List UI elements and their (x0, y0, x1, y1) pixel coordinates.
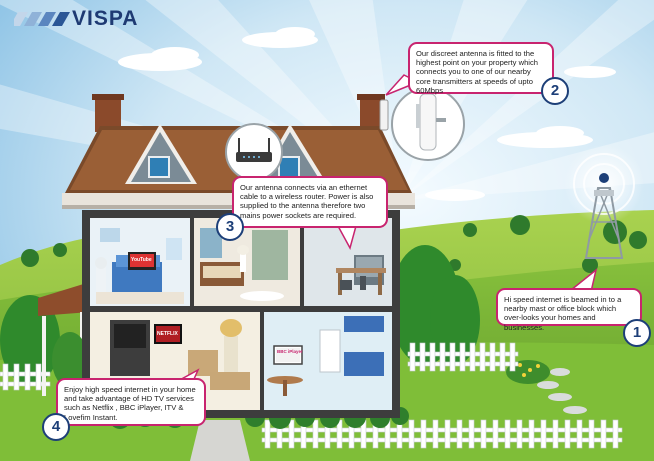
iplayer-label: BBC iPlayer (277, 349, 303, 354)
room-laptop (95, 228, 184, 304)
picket-fence (0, 363, 51, 391)
callout-antenna: Our discreet antenna is fitted to the hi… (408, 42, 554, 95)
callout-text: Our antenna connects via an ethernet cab… (240, 183, 374, 220)
step-badge-2: 2 (541, 77, 569, 105)
step-badge-1: 1 (623, 319, 651, 347)
netflix-label: NETFLIX (157, 331, 178, 337)
step-badge-3: 3 (216, 213, 244, 241)
room-kitchen (267, 316, 384, 396)
room-bedroom (200, 228, 288, 301)
callout-text: Enjoy high speed internet in your home a… (64, 385, 196, 422)
callout-mast: Hi speed internet is beamed in to a near… (496, 288, 642, 332)
youtube-label: YouTube (131, 257, 152, 263)
picket-fence (261, 419, 623, 449)
picket-fence (407, 342, 519, 372)
stepping-stones (537, 368, 587, 414)
step-badge-4: 4 (42, 413, 70, 441)
brand-name: VISPA (72, 7, 139, 30)
cloud (118, 27, 616, 201)
vispa-logo: VISPA (14, 8, 138, 30)
walkway (190, 420, 250, 461)
transmitter-mast (564, 144, 644, 259)
antenna-closeup (391, 87, 465, 161)
router-closeup (225, 123, 283, 181)
callout-tv: Enjoy high speed internet in your home a… (56, 378, 206, 426)
callout-text: Our discreet antenna is fitted to the hi… (416, 49, 538, 95)
logo-stripes-icon (14, 12, 70, 26)
room-office (336, 255, 386, 295)
antenna-on-house (379, 99, 389, 131)
callout-router: Our antenna connects via an ethernet cab… (232, 176, 388, 228)
callout-text: Hi speed internet is beamed in to a near… (504, 295, 622, 332)
